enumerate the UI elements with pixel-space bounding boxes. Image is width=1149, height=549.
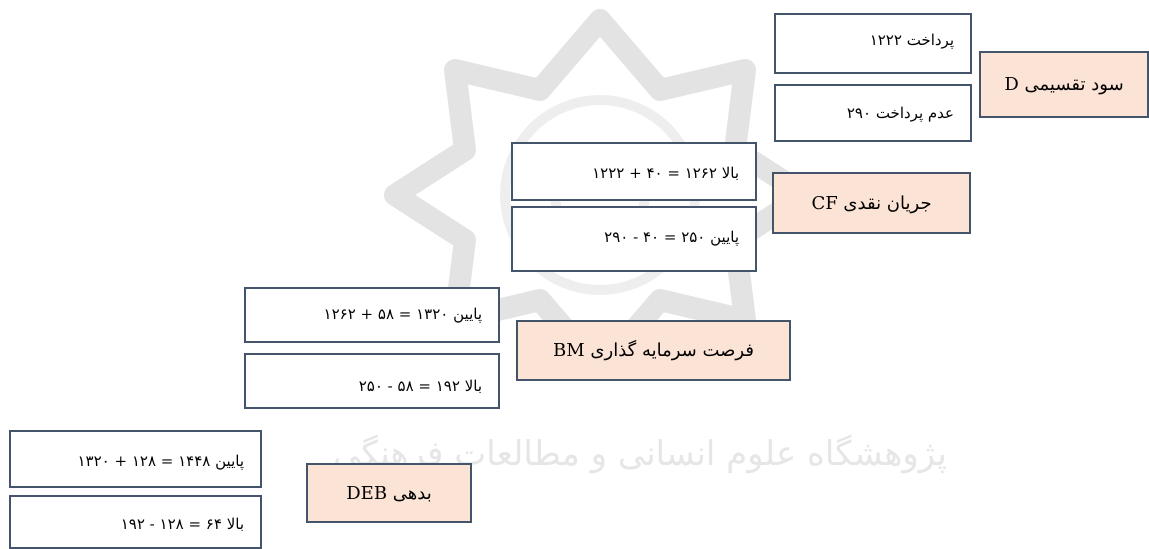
dividend-pay-text: پرداخت ۱۲۲۲ <box>869 31 954 49</box>
investment-high-text: بالا ۱۹۲ = ۵۸ - ۲۵۰ <box>358 377 482 395</box>
cash-flow-low-box: پایین ۲۵۰ = ۴۰ - ۲۹۰ <box>511 206 757 272</box>
investment-label: فرصت سرمایه گذاری BM <box>516 320 791 381</box>
investment-low-box: پایین ۱۳۲۰ = ۵۸ + ۱۲۶۲ <box>244 287 500 343</box>
cash-flow-high-box: بالا ۱۲۶۲ = ۴۰ + ۱۲۲۲ <box>511 142 757 201</box>
cash-flow-label: جریان نقدی CF <box>772 172 971 234</box>
dividend-no-pay-box: عدم پرداخت ۲۹۰ <box>774 84 972 142</box>
dividend-label-text: سود تقسیمی D <box>1004 74 1124 95</box>
debt-label-text: بدهی DEB <box>346 482 432 504</box>
debt-high-text: بالا ۶۴ = ۱۲۸ - ۱۹۲ <box>120 515 244 533</box>
dividend-pay-box: پرداخت ۱۲۲۲ <box>774 13 972 74</box>
dividend-no-pay-text: عدم پرداخت ۲۹۰ <box>846 104 954 122</box>
investment-label-text: فرصت سرمایه گذاری BM <box>553 340 754 361</box>
debt-high-box: بالا ۶۴ = ۱۲۸ - ۱۹۲ <box>9 495 262 549</box>
cash-flow-high-text: بالا ۱۲۶۲ = ۴۰ + ۱۲۲۲ <box>592 164 739 182</box>
cash-flow-label-text: جریان نقدی CF <box>811 192 932 214</box>
debt-low-box: پایین ۱۴۴۸ = ۱۲۸ + ۱۳۲۰ <box>9 430 262 488</box>
dividend-label: سود تقسیمی D <box>979 51 1149 118</box>
debt-label: بدهی DEB <box>306 463 472 523</box>
investment-low-text: پایین ۱۳۲۰ = ۵۸ + ۱۲۶۲ <box>323 305 482 323</box>
cash-flow-low-text: پایین ۲۵۰ = ۴۰ - ۲۹۰ <box>604 228 739 246</box>
debt-low-text: پایین ۱۴۴۸ = ۱۲۸ + ۱۳۲۰ <box>77 452 245 470</box>
investment-high-box: بالا ۱۹۲ = ۵۸ - ۲۵۰ <box>244 353 500 409</box>
